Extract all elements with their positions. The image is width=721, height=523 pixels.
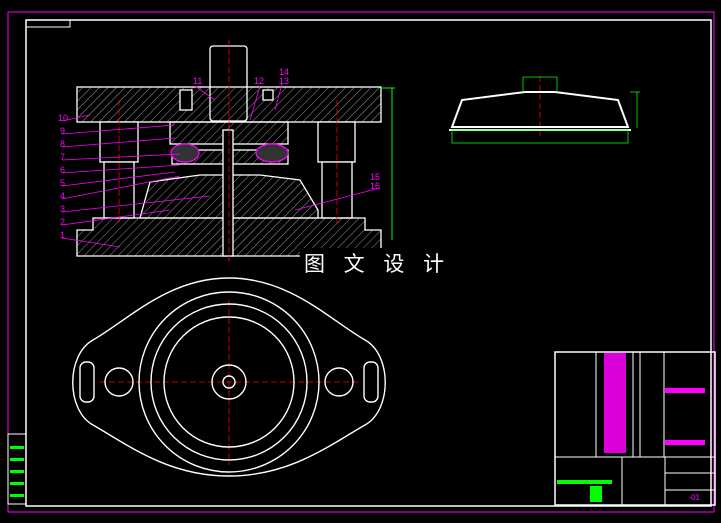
label-10: 10 [58, 113, 68, 123]
label-16: 16 [370, 181, 380, 191]
label-14: 14 [279, 67, 289, 77]
label-12: 12 [254, 76, 264, 86]
label-7: 7 [60, 152, 65, 162]
revision-strip [7, 433, 27, 505]
label-9: 9 [60, 126, 65, 136]
watermark: 图 文 设 计 [300, 248, 455, 278]
label-2: 2 [60, 217, 65, 227]
label-4: 4 [60, 191, 65, 201]
part-labels: 1 2 3 4 5 6 7 8 9 10 11 12 13 14 15 16 [58, 67, 380, 240]
corner-box [25, 19, 71, 28]
plan-view [72, 277, 386, 477]
title-block [554, 351, 716, 506]
label-6: 6 [60, 165, 65, 175]
label-11: 11 [193, 76, 202, 86]
centerlines [100, 40, 541, 465]
inner-frame [25, 19, 712, 507]
label-13: 13 [279, 76, 289, 86]
leader-lines [61, 83, 381, 248]
drawing-number: -01 [688, 493, 700, 502]
outer-frame [7, 11, 715, 513]
label-15: 15 [370, 172, 380, 182]
part-view [449, 76, 640, 144]
label-5: 5 [60, 178, 65, 188]
label-3: 3 [60, 204, 65, 214]
label-8: 8 [60, 139, 65, 149]
label-1: 1 [60, 230, 65, 240]
